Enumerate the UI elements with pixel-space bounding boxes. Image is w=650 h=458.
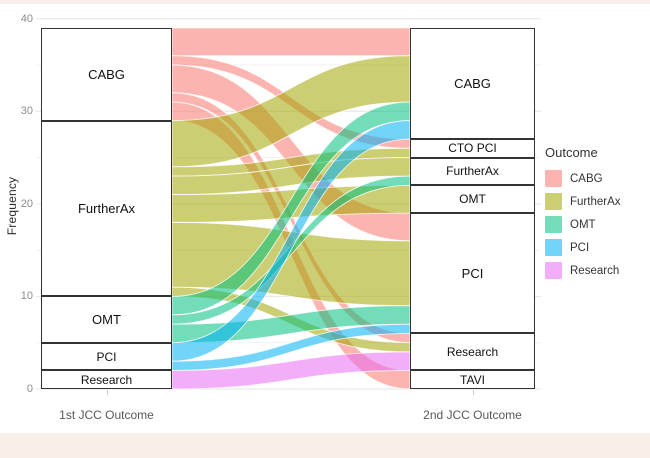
stratum-axis2-Research: Research — [410, 333, 535, 371]
y-tick-40: 40 — [20, 12, 33, 25]
flow-CABG-to-CABG — [171, 27, 411, 57]
stratum-axis2-TAVI: TAVI — [410, 370, 535, 389]
y-tick-20: 20 — [20, 197, 33, 210]
y-tick-30: 30 — [20, 105, 33, 118]
stratum-axis1-PCI: PCI — [41, 342, 172, 371]
legend-entry-FurtherAx: FurtherAx — [545, 193, 645, 210]
legend-swatch-FurtherAx — [545, 193, 562, 210]
x-tick-mark — [472, 390, 474, 395]
legend-entry-CABG: CABG — [545, 170, 645, 187]
stratum-axis1-FurtherAx: FurtherAx — [41, 120, 172, 297]
x-tick-mark — [106, 390, 108, 395]
stratum-axis2-FurtherAx: FurtherAx — [410, 157, 535, 186]
legend-entry-Research: Research — [545, 262, 645, 279]
legend-title: Outcome — [545, 145, 598, 160]
legend-entry-label: FurtherAx — [570, 195, 621, 208]
stratum-axis1-Research: Research — [41, 370, 172, 389]
legend-swatch-Research — [545, 262, 562, 279]
x-axis-label-1st-jcc: 1st JCC Outcome — [59, 408, 154, 422]
document-edge-strip-bottom — [0, 433, 650, 458]
stratum-axis2-CABG: CABG — [410, 27, 535, 140]
legend-entry-OMT: OMT — [545, 216, 645, 233]
legend-entry-label: PCI — [570, 241, 590, 254]
legend-entry-label: Research — [570, 264, 620, 277]
legend-swatch-OMT — [545, 216, 562, 233]
stratum-axis2-OMT: OMT — [410, 185, 535, 214]
stratum-axis2-PCI: PCI — [410, 213, 535, 334]
y-tick-0: 0 — [26, 383, 33, 395]
stratum-axis1-OMT: OMT — [41, 296, 172, 343]
stratum-axis2-CTO-PCI: CTO PCI — [410, 139, 535, 158]
y-tick-10: 10 — [20, 290, 33, 303]
stratum-axis1-CABG: CABG — [41, 27, 172, 121]
legend-swatch-CABG — [545, 170, 562, 187]
legend-entry-PCI: PCI — [545, 239, 645, 256]
legend-entry-label: OMT — [570, 218, 596, 231]
document-edge-strip-top — [0, 0, 650, 4]
x-axis-label-2nd-jcc: 2nd JCC Outcome — [423, 408, 522, 422]
flow-Research-to-Research — [171, 351, 411, 390]
legend-swatch-PCI — [545, 239, 562, 256]
legend-entry-label: CABG — [570, 172, 603, 185]
